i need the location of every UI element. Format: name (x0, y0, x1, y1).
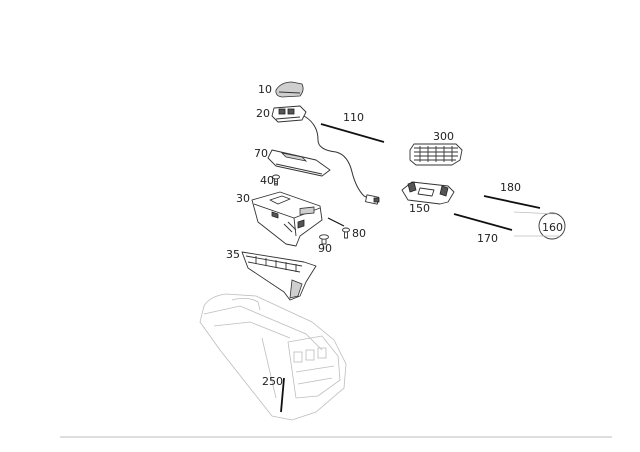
part-160-circle[interactable] (513, 211, 566, 240)
cable-connector (365, 194, 380, 205)
part-90-bolt[interactable] (319, 234, 329, 245)
part-20-module[interactable] (271, 105, 307, 123)
callout-40: 40 (260, 174, 274, 187)
part-250-centre-console[interactable] (199, 293, 347, 421)
part-30-main-housing[interactable] (251, 191, 323, 271)
callout-160: 160 (542, 221, 563, 234)
callout-300: 300 (433, 130, 454, 143)
part-70-cover-panel[interactable] (267, 149, 331, 177)
callout-10: 10 (258, 83, 272, 96)
callout-20: 20 (256, 107, 270, 120)
part-250-leader (280, 377, 285, 413)
part-150-bracket-plate[interactable] (401, 181, 455, 205)
part-20-cable (303, 115, 373, 201)
part-300-ribbed-part[interactable] (409, 143, 463, 166)
part-35-lower-bracket[interactable] (241, 251, 317, 301)
part-10-cap[interactable] (275, 81, 304, 98)
callout-150: 150 (409, 202, 430, 215)
callout-90: 90 (318, 242, 332, 255)
callout-35: 35 (226, 248, 240, 261)
callout-30: 30 (236, 192, 250, 205)
callout-80: 80 (352, 227, 366, 240)
callout-110: 110 (343, 111, 364, 124)
part-80-leader (327, 217, 345, 227)
callout-180: 180 (500, 181, 521, 194)
callout-170: 170 (477, 232, 498, 245)
callout-250: 250 (262, 375, 283, 388)
part-110-line (320, 123, 385, 143)
part-80-screw[interactable] (342, 227, 350, 239)
part-180-line (483, 195, 541, 209)
part-40-screw[interactable] (272, 174, 280, 186)
callout-70: 70 (254, 147, 268, 160)
part-170-line (453, 213, 513, 231)
